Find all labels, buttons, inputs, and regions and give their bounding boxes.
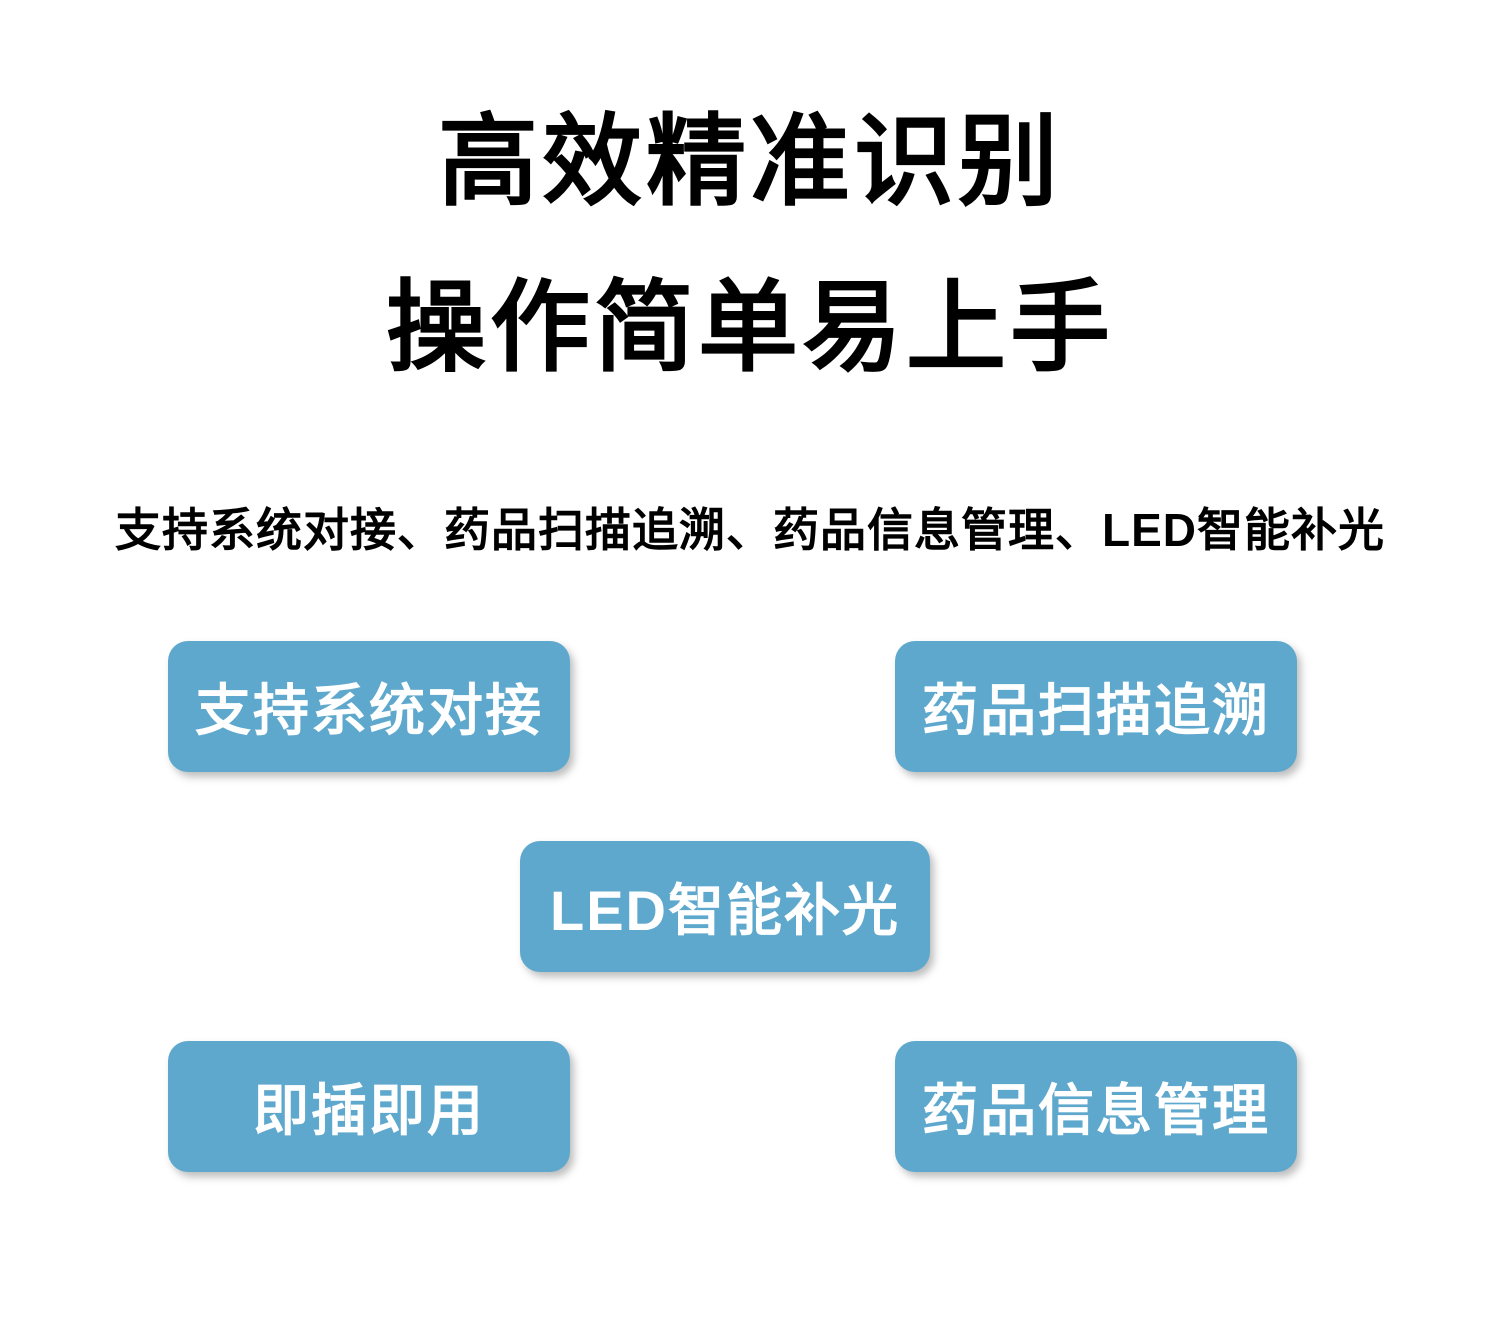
feature-badge-label: LED智能补光 — [550, 879, 900, 942]
feature-badge-led-fill-light: LED智能补光 — [520, 841, 930, 972]
feature-badge-drug-scan-trace: 药品扫描追溯 — [895, 641, 1297, 772]
feature-badge-label: 药品信息管理 — [922, 1079, 1270, 1142]
feature-badge-plug-and-play: 即插即用 — [168, 1041, 570, 1172]
feature-badge-system-integration: 支持系统对接 — [168, 641, 570, 772]
headline-line1: 高效精准识别 — [438, 106, 1062, 218]
headline-line2: 操作简单易上手 — [386, 272, 1114, 384]
feature-badge-drug-info-management: 药品信息管理 — [895, 1041, 1297, 1172]
feature-badge-label: 药品扫描追溯 — [922, 679, 1270, 742]
feature-badge-label: 支持系统对接 — [195, 679, 543, 742]
feature-badge-label: 即插即用 — [253, 1079, 485, 1142]
feature-summary-text: 支持系统对接、药品扫描追溯、药品信息管理、LED智能补光 — [115, 504, 1385, 556]
